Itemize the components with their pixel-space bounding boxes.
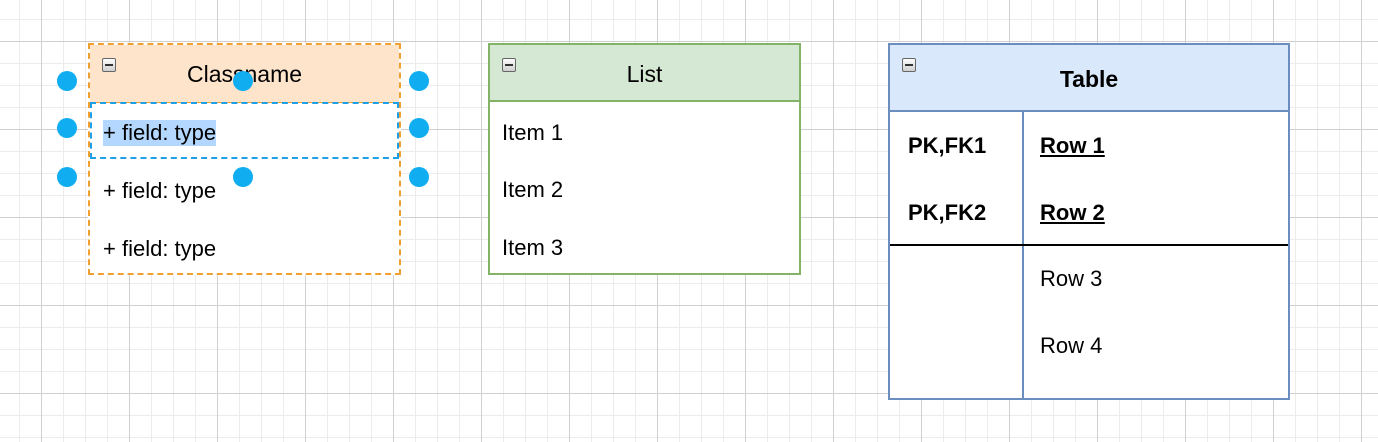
resize-handle-bottom-right[interactable] (409, 167, 429, 187)
list-item[interactable]: Item 1 (502, 120, 564, 145)
list-item[interactable]: Item 2 (502, 177, 564, 202)
table-row-value[interactable]: Row 1 (1040, 133, 1105, 158)
table-row-value[interactable]: Row 3 (1040, 266, 1103, 291)
resize-handle-right[interactable] (409, 118, 429, 138)
collapse-icon[interactable] (502, 58, 516, 72)
table-title: Table (1059, 66, 1119, 92)
table-row-key[interactable]: PK,FK1 (908, 133, 987, 158)
class-field-selected[interactable] (90, 102, 399, 159)
resize-handle-left[interactable] (57, 118, 77, 138)
table-row-value[interactable]: Row 2 (1040, 200, 1105, 225)
class-field[interactable]: + field: type (103, 178, 217, 203)
table-row-value[interactable]: Row 4 (1040, 333, 1103, 358)
resize-handle-top-right[interactable] (409, 71, 429, 91)
table-row-key[interactable]: PK,FK2 (908, 200, 987, 225)
list-item[interactable]: Item 3 (502, 235, 564, 260)
table-header[interactable]: Table (890, 45, 1288, 112)
class-field[interactable]: + field: type (103, 236, 217, 261)
resize-handle-top-left[interactable] (57, 71, 77, 91)
collapse-icon[interactable] (102, 58, 116, 72)
list-shape[interactable]: List Item 1 Item 2 Item 3 (488, 43, 801, 275)
list-header[interactable]: List (490, 45, 799, 102)
table-column-divider (1022, 112, 1024, 398)
resize-handle-bottom-left[interactable] (57, 167, 77, 187)
table-shape[interactable]: Table PK,FK1 Row 1 PK,FK2 Row 2 Row 3 Ro… (888, 43, 1290, 400)
list-title: List (626, 61, 663, 87)
collapse-icon[interactable] (902, 58, 916, 72)
table-key-divider (890, 244, 1288, 246)
class-field[interactable]: + field: type (103, 120, 217, 146)
resize-handle-bottom[interactable] (233, 167, 253, 187)
rotate-handle[interactable] (233, 71, 253, 91)
